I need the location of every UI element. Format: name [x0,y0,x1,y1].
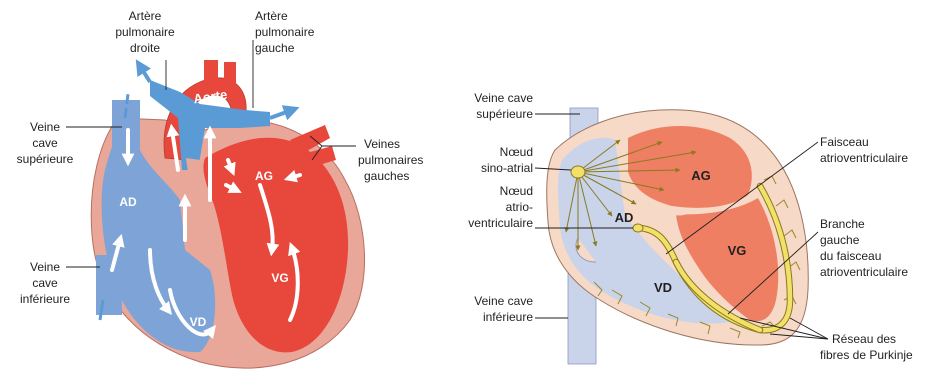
svg-text:Veine cave: Veine cave [474,294,533,308]
svg-text:Réseau des: Réseau des [832,332,896,346]
inferior-vena-cava [96,255,122,315]
chamber-ad-right: AD [615,210,634,225]
svg-text:pulmonaire: pulmonaire [115,25,175,39]
svg-text:pulmonaire: pulmonaire [255,25,315,39]
svg-text:sino-atrial: sino-atrial [481,161,533,175]
svg-text:gauches: gauches [364,169,409,183]
blood-flow-diagram: AD AG VD VG Aorte Artère pulmonaire droi… [17,9,424,368]
svg-text:Veine cave: Veine cave [474,91,533,105]
svg-text:fibres de Purkinje: fibres de Purkinje [820,348,913,362]
label-artere-pulmonaire-gauche: Artère pulmonaire gauche [253,9,315,108]
svg-text:Artère: Artère [255,9,288,23]
svg-text:inférieure: inférieure [483,310,533,324]
chamber-vd-right: VD [654,280,672,295]
chamber-ad-left: AD [119,195,137,209]
svg-text:Nœud: Nœud [500,145,533,159]
svg-text:Veine: Veine [30,120,60,134]
chamber-ag-right: AG [691,168,711,183]
svg-text:Artère: Artère [129,9,162,23]
svg-text:atrio-: atrio- [506,200,533,214]
svg-text:ventriculaire: ventriculaire [468,216,533,230]
sa-node [571,166,585,178]
svg-text:gauche: gauche [820,233,860,247]
label-veine-cave-superieure-right: Veine cave supérieure [474,91,580,121]
svg-text:Veine: Veine [30,260,60,274]
svg-text:cave: cave [32,276,58,290]
conduction-system-diagram: AG AD VD VG Veine cave supérieure Nœud s… [468,91,913,364]
label-veine-cave-inferieure-right: Veine cave inférieure [474,294,568,324]
chamber-vg-left: VG [271,271,288,285]
label-veine-cave-inferieure-left: Veine cave inférieure [20,260,100,306]
svg-text:supérieure: supérieure [476,107,533,121]
svg-text:Nœud: Nœud [500,184,533,198]
svg-text:Faisceau: Faisceau [820,135,869,149]
svg-text:atrioventriculaire: atrioventriculaire [820,265,908,279]
svg-text:du faisceau: du faisceau [820,249,881,263]
svg-text:pulmonaires: pulmonaires [358,153,423,167]
svg-text:inférieure: inférieure [20,292,70,306]
chamber-vd-left: VD [190,315,207,329]
svg-text:droite: droite [130,41,160,55]
svg-text:cave: cave [32,136,58,150]
svg-text:atrioventriculaire: atrioventriculaire [820,151,908,165]
svg-text:Veines: Veines [364,137,400,151]
svg-text:Branche: Branche [820,217,865,231]
av-node [633,224,643,232]
chamber-ag-left: AG [255,169,273,183]
chamber-vg-right: VG [728,243,747,258]
svg-text:gauche: gauche [255,41,295,55]
svg-text:supérieure: supérieure [17,152,74,166]
